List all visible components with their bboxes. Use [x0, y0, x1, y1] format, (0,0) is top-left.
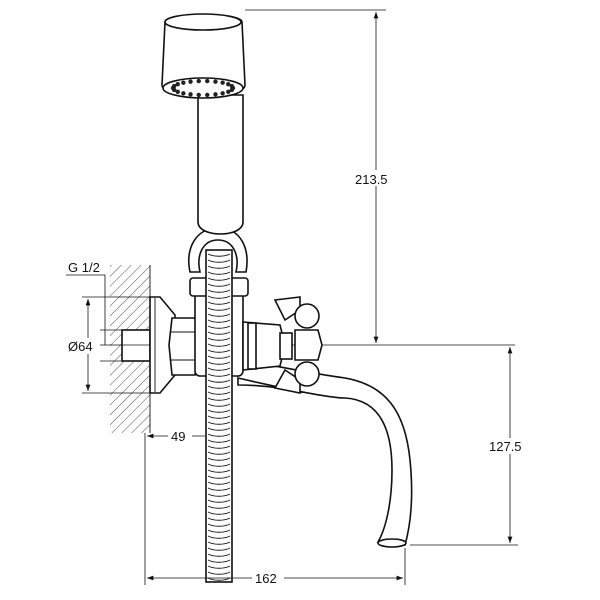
- spray-hole: [175, 89, 180, 94]
- hose-ring: [207, 481, 231, 485]
- dim-label-g12: G 1/2: [68, 260, 100, 275]
- hose-ring: [207, 427, 231, 431]
- hose-ring: [207, 337, 231, 341]
- hose-ring: [207, 367, 231, 371]
- spray-hole: [205, 78, 210, 84]
- shower-handle: [197, 94, 244, 235]
- hose-ring: [207, 397, 231, 401]
- hose-ring: [207, 259, 231, 263]
- hose-ring: [207, 253, 231, 257]
- hose-ring: [207, 331, 231, 335]
- hose-ring: [207, 319, 231, 323]
- spray-hole: [181, 80, 186, 85]
- dim-label-49: 49: [171, 429, 185, 444]
- hose-ring: [207, 487, 231, 491]
- hose-ring: [207, 457, 231, 461]
- dim-label-162: 162: [255, 571, 277, 586]
- spray-hole: [213, 79, 218, 84]
- hose-ring: [207, 343, 231, 347]
- hose-ring: [207, 325, 231, 329]
- hose-ring: [207, 349, 231, 353]
- spray-hole: [175, 82, 180, 87]
- wall-section: [110, 265, 151, 433]
- hose-ring: [207, 307, 231, 311]
- dim-label-213-5: 213.5: [355, 172, 388, 187]
- shower-hose: [205, 249, 233, 583]
- spray-hole: [172, 83, 177, 89]
- hose-ring: [207, 469, 231, 473]
- spray-hole: [213, 92, 218, 97]
- hose-ring: [207, 379, 231, 383]
- hose-ring: [207, 517, 231, 521]
- hose-ring: [207, 505, 231, 509]
- hose-ring: [207, 541, 231, 545]
- hose-ring: [207, 301, 231, 305]
- hose-ring: [207, 361, 231, 365]
- hose-ring: [207, 265, 231, 269]
- spray-hole: [205, 92, 210, 98]
- spray-hole: [226, 82, 231, 87]
- hose-ring: [207, 433, 231, 437]
- spray-face: [170, 78, 236, 98]
- spray-hole: [188, 79, 193, 84]
- hose-ring: [207, 565, 231, 569]
- tap-handles: [294, 303, 323, 387]
- hose-ring: [207, 511, 231, 515]
- hose-ring: [207, 271, 231, 275]
- spray-hole: [196, 78, 201, 84]
- hose-ring: [207, 553, 231, 557]
- dimension-49: 49: [144, 428, 205, 585]
- spray-hole: [188, 92, 193, 97]
- hose-ring: [207, 475, 231, 479]
- dimension-213-5: 213.5: [245, 9, 398, 343]
- hose-ring: [207, 415, 231, 419]
- hose-ring: [207, 451, 231, 455]
- spray-hole: [229, 83, 234, 89]
- dimension-d64: Ø64: [66, 296, 155, 394]
- hose-ring: [207, 313, 231, 317]
- hose-ring: [207, 571, 231, 575]
- spout: [237, 359, 413, 548]
- hose-ring: [207, 283, 231, 287]
- hose-ring: [207, 373, 231, 377]
- spray-hole: [181, 91, 186, 96]
- dimension-g12: G 1/2: [66, 260, 106, 345]
- hose-ring: [207, 277, 231, 281]
- dimension-162: 162: [147, 548, 406, 586]
- hose-ring: [207, 529, 231, 533]
- hose-ring: [207, 355, 231, 359]
- spray-hole: [220, 80, 225, 85]
- dim-label-d64: Ø64: [68, 339, 93, 354]
- hose-ring: [207, 547, 231, 551]
- hose-ring: [207, 403, 231, 407]
- hose-ring: [207, 421, 231, 425]
- hex-nut: [168, 317, 199, 376]
- shower-head: [161, 13, 246, 99]
- hose-ring: [207, 445, 231, 449]
- hose-ring: [207, 409, 231, 413]
- hose-ring: [207, 385, 231, 389]
- shower-holder: [188, 227, 248, 273]
- hose-ring: [207, 535, 231, 539]
- spray-hole: [229, 87, 234, 93]
- hose-ring: [207, 559, 231, 563]
- spray-hole: [220, 91, 225, 96]
- hose-ring: [207, 391, 231, 395]
- hose-ring: [207, 289, 231, 293]
- hose-ring: [207, 499, 231, 503]
- hose-ring: [207, 439, 231, 443]
- spray-hole: [226, 89, 231, 94]
- dim-label-127-5: 127.5: [489, 439, 522, 454]
- hose-ring: [207, 295, 231, 299]
- hose-ring: [207, 523, 231, 527]
- dimension-127-5: 127.5: [410, 347, 532, 546]
- hose-ring: [207, 463, 231, 467]
- hose-ring: [207, 493, 231, 497]
- spray-hole: [196, 92, 201, 98]
